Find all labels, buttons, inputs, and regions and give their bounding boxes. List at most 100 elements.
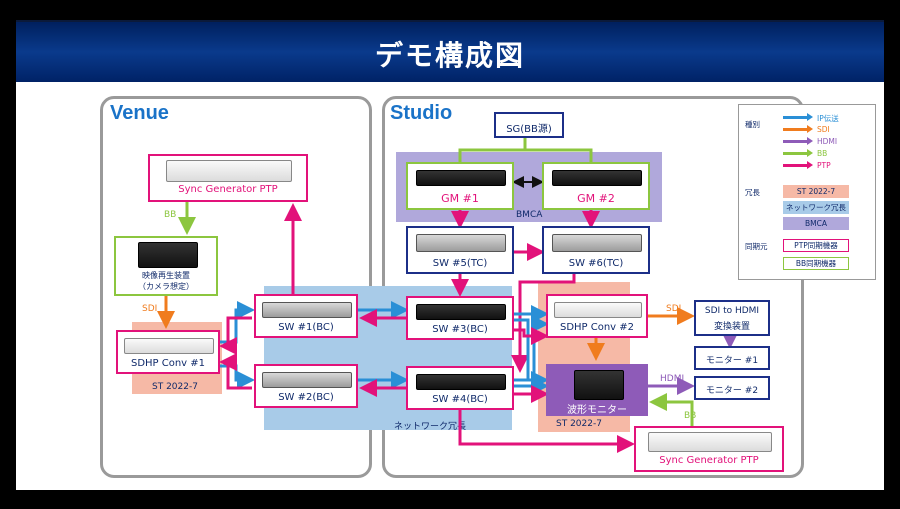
sdi-studio-label: SDI — [666, 304, 682, 314]
legend-bb-sync: BB同期機器 — [783, 257, 849, 270]
legend-arrow-4 — [783, 164, 807, 167]
bb-studio-label: BB — [684, 411, 697, 421]
legend-bmca: BMCA — [783, 217, 849, 230]
sync-generator-studio-device — [648, 432, 772, 452]
gm1-device — [416, 170, 506, 186]
ip-conv1-sw1 — [218, 301, 255, 344]
network-redundancy-label: ネットワーク冗長 — [394, 422, 467, 432]
sw6-device — [552, 234, 642, 252]
ptp-sw4-syncgen — [458, 406, 635, 453]
sdhp-conv-2-label: SDHP Conv #2 — [559, 322, 635, 333]
legend-label-1: SDI — [817, 125, 830, 134]
gm2: GM #2 — [542, 162, 650, 210]
video-player-label-2: （カメラ想定） — [138, 282, 194, 291]
ptp-sw1-conv1 — [219, 316, 252, 355]
sync-generator-studio: Sync Generator PTP — [634, 426, 784, 472]
sync-generator-venue-device — [166, 160, 292, 182]
sw4-device — [416, 374, 506, 390]
legend-ptp-sync: PTP同期機器 — [783, 239, 849, 252]
legend-network-redundancy: ネットワーク冗長 — [783, 201, 849, 214]
legend-st2022: ST 2022-7 — [783, 185, 849, 198]
sdhp-conv-2: SDHP Conv #2 — [546, 294, 648, 338]
monitor-2-label: モニター #2 — [705, 386, 759, 396]
sw1-label: SW #1(BC) — [278, 322, 334, 333]
sw3-bc: SW #3(BC) — [406, 296, 514, 340]
ptp-sw6-sw4 — [511, 274, 576, 373]
bmca-label: BMCA — [516, 210, 543, 220]
legend-arrowhead-2 — [807, 137, 813, 145]
legend-label-0: IP伝送 — [817, 114, 839, 123]
waveform-label: 波形モニター — [567, 405, 627, 416]
sw6-label: SW #6(TC) — [568, 258, 624, 269]
studio-title: Studio — [390, 102, 453, 124]
legend-type-header: 種別 — [745, 120, 760, 129]
title-banner: デモ構成図 — [16, 20, 884, 82]
sw1-device — [262, 302, 352, 318]
bb-sg-gm — [458, 138, 593, 162]
legend-arrow-3 — [783, 152, 807, 155]
sw4-bc: SW #4(BC) — [406, 366, 514, 410]
sdhp-conv-2-device — [554, 302, 642, 318]
legend-arrowhead-4 — [807, 161, 813, 169]
sw2-label: SW #2(BC) — [278, 392, 334, 403]
sw4-label: SW #4(BC) — [432, 394, 488, 405]
legend-arrow-0 — [783, 116, 807, 119]
gm2-device — [552, 170, 642, 186]
gm1: GM #1 — [406, 162, 514, 210]
venue-title: Venue — [110, 102, 169, 124]
sg-bb-label: SG(BB源) — [506, 124, 552, 135]
sync-generator-venue: Sync Generator PTP — [148, 154, 308, 202]
sw3-device — [416, 304, 506, 320]
sw3-label: SW #3(BC) — [432, 324, 488, 335]
bb-venue-label: BB — [164, 210, 177, 220]
legend-redundancy-header: 冗長 — [745, 188, 760, 197]
ip-sw4-conv2 — [514, 315, 549, 382]
sw2-device — [262, 372, 352, 388]
sw6-tc: SW #6(TC) — [542, 226, 650, 274]
legend-arrow-2 — [783, 140, 807, 143]
sg-bb-source: SG(BB源) — [494, 112, 564, 138]
video-player: 映像再生装置 （カメラ想定） — [114, 236, 218, 296]
st2022-studio-label: ST 2022-7 — [556, 419, 602, 429]
waveform-monitor: 波形モニター — [546, 364, 648, 416]
hdmi-studio-label: HDMI — [660, 374, 685, 384]
sdi-to-hdmi-converter: SDI to HDMI 変換装置 — [694, 300, 770, 336]
sw5-label: SW #5(TC) — [432, 258, 488, 269]
legend-arrowhead-0 — [807, 113, 813, 121]
sdi-to-hdmi-label-1: SDI to HDMI — [704, 306, 760, 316]
sdhp-conv-1-label: SDHP Conv #1 — [130, 358, 206, 369]
sdhp-conv-1-device — [124, 338, 214, 354]
sdhp-conv-1: SDHP Conv #1 — [116, 330, 220, 374]
ptp-sw2-conv1 — [219, 353, 252, 390]
page-title: デモ構成図 — [374, 39, 525, 72]
st2022-venue-label: ST 2022-7 — [152, 382, 198, 392]
sw1-bc: SW #1(BC) — [254, 294, 358, 338]
sync-generator-studio-label: Sync Generator PTP — [659, 455, 759, 466]
legend-label-2: HDMI — [817, 137, 838, 146]
legend-arrowhead-1 — [807, 125, 813, 133]
diagram-frame: デモ構成図 Venue Studio ネットワーク冗長 ST 2022-7 ST… — [16, 20, 884, 490]
sdi-venue-label: SDI — [142, 304, 158, 314]
legend-arrowhead-3 — [807, 149, 813, 157]
ptp-sw3-conv2 — [514, 327, 549, 345]
sw2-bc: SW #2(BC) — [254, 364, 358, 408]
gm2-label: GM #2 — [577, 192, 615, 205]
gm1-label: GM #1 — [441, 192, 479, 205]
sw5-device — [416, 234, 506, 252]
waveform-device — [574, 370, 624, 400]
monitor-2: モニター #2 — [694, 376, 770, 400]
connections — [157, 138, 739, 453]
monitor-1: モニター #1 — [694, 346, 770, 370]
video-player-label-1: 映像再生装置 — [142, 271, 190, 280]
monitor-1-label: モニター #1 — [705, 356, 759, 366]
legend-label-3: BB — [817, 149, 828, 158]
video-player-device — [138, 242, 198, 268]
bb-syncgen-waveform — [649, 393, 694, 428]
ip-conv1-sw2 — [218, 364, 255, 389]
sdi-to-hdmi-label-2: 変換装置 — [713, 322, 750, 332]
legend-label-4: PTP — [817, 161, 831, 170]
legend: 種別 IP伝送 SDI HDMI BB PTP 冗長 ST 2022-7 ネットワーク冗… — [738, 104, 876, 280]
legend-arrow-1 — [783, 128, 807, 131]
legend-sync-header: 同期元 — [745, 242, 768, 251]
sync-generator-venue-label: Sync Generator PTP — [178, 184, 278, 195]
